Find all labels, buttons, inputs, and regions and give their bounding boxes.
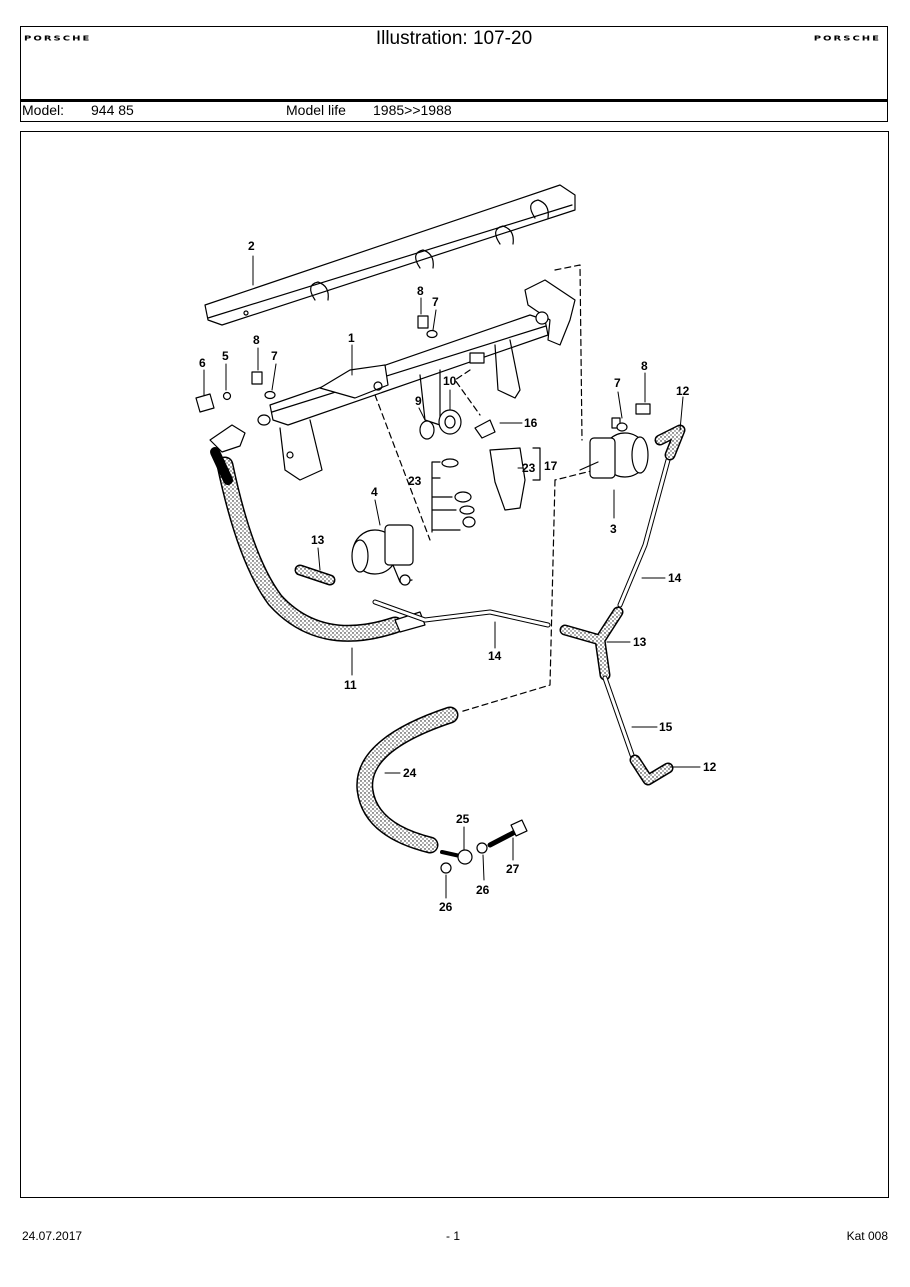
callout-12: 12 [703, 760, 717, 774]
model-life-label: Model life [286, 102, 346, 118]
callout-7: 7 [271, 349, 278, 363]
brand-logo-right: PORSCHE [813, 35, 881, 43]
callout-7: 7 [432, 295, 439, 309]
dashed-leaders [374, 264, 596, 713]
callout-24: 24 [403, 766, 417, 780]
page-title: Illustration: 107-20 [375, 28, 533, 49]
footer-catalog: Kat 008 [846, 1229, 888, 1243]
callout-14: 14 [488, 649, 502, 663]
footer-date: 24.07.2017 [22, 1229, 83, 1243]
callout-26: 26 [476, 883, 490, 897]
cover-plate [204, 184, 576, 326]
callout-9: 9 [415, 394, 422, 408]
injector-parts [419, 409, 541, 533]
callout-2: 2 [248, 239, 255, 253]
model-value: 944 85 [91, 102, 134, 118]
callout-25: 25 [456, 812, 470, 826]
callout-3: 3 [610, 522, 617, 536]
callout-8: 8 [417, 284, 424, 298]
callout-13: 13 [311, 533, 325, 547]
callout-14: 14 [668, 571, 682, 585]
callout-17: 17 [544, 459, 558, 473]
callout-7: 7 [614, 376, 621, 390]
callout-8: 8 [253, 333, 260, 347]
pressure-regulator [351, 524, 414, 586]
fuel-rail [269, 279, 576, 481]
hardware [440, 819, 528, 874]
callout-10: 10 [443, 374, 457, 388]
callout-27: 27 [506, 862, 520, 876]
model-label: Model: [22, 102, 65, 118]
callout-26: 26 [439, 900, 453, 914]
header-divider [20, 99, 888, 102]
callout-leaders [203, 255, 701, 899]
callout-16: 16 [524, 416, 538, 430]
callout-5: 5 [222, 349, 229, 363]
damper [579, 403, 651, 479]
illustration-frame [20, 131, 889, 1198]
brand-logo-left: PORSCHE [24, 35, 92, 43]
model-row: Model: 944 85 Model life 1985>>1988 [20, 100, 888, 122]
callout-8: 8 [641, 359, 648, 373]
callout-11: 11 [344, 678, 357, 692]
header-box: PORSCHE Illustration: 107-20 PORSCHE [20, 26, 888, 100]
callout-6: 6 [199, 356, 206, 370]
callout-1: 1 [348, 331, 355, 345]
left-fittings [195, 315, 438, 453]
callout-23: 23 [408, 474, 422, 488]
callout-12: 12 [676, 384, 690, 398]
footer-page: - 1 [446, 1229, 461, 1243]
callout-23: 23 [522, 461, 536, 475]
callout-numbers: 2 1 6 5 8 7 8 7 9 10 16 23 17 23 4 13 11… [199, 239, 717, 914]
callout-15: 15 [659, 720, 673, 734]
callout-13: 13 [633, 635, 647, 649]
callout-4: 4 [371, 485, 378, 499]
model-life-value: 1985>>1988 [373, 102, 452, 118]
